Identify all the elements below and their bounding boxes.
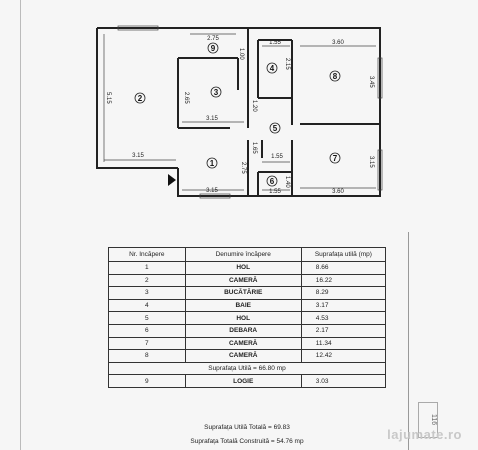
dim-label: 3.15 [368,156,374,168]
cell-nr: 2 [108,273,186,288]
sheet-margin-line [20,0,21,450]
cell-nr: 4 [108,298,186,313]
dim-label: 1.55 [271,154,283,160]
cell-nr: 6 [108,323,186,338]
cell-nr: 8 [108,349,186,363]
cell-name: DEBARA [184,323,302,338]
room-number-6: 6 [270,177,275,186]
dim-label: 3.60 [332,40,344,46]
floor-plan: 9 2 3 4 8 5 1 6 7 2.75 1.00 1.55 3.60 5.… [0,0,478,215]
sheet-frame-line [408,232,409,450]
cell-nr: 3 [108,286,186,300]
floor-plan-drawing: 9 2 3 4 8 5 1 6 7 2.75 1.00 1.55 3.60 5.… [96,25,383,199]
room-number-5: 5 [273,124,278,133]
cell-area: 12.42 [300,349,387,363]
room-number-8: 8 [333,72,338,81]
room-number-4: 4 [270,64,275,73]
cell-area: 16.22 [300,273,387,288]
dim-label: 2.65 [183,92,189,104]
dim-label: 1.55 [269,40,281,46]
column-header-area: Suprafața utilă (mp) [300,247,387,262]
cell-area: 11.34 [300,336,387,351]
total-built-area: Suprafața Totală Construită = 54.76 mp [190,438,304,445]
table-header-row: Nr. Incăpere Denumire încăpere Suprafața… [108,247,387,262]
subtotal-cell: Suprafața Utilă = 66.80 mp [108,361,386,376]
cell-area: 8.29 [300,286,387,300]
column-header-nr: Nr. Incăpere [108,247,186,262]
cell-name: CAMERĂ [184,349,302,363]
sheet-stamp: 116 [418,402,438,438]
cell-area: 3.17 [300,298,387,313]
room-number-3: 3 [214,88,219,97]
dim-label: 2.15 [284,58,290,70]
dim-label: 3.15 [132,153,144,159]
watermark: lajumate.ro [387,427,462,442]
cell-area: 2.17 [300,323,387,338]
room-number-1: 1 [210,159,215,168]
cell-area: 8.66 [300,261,387,275]
dim-label: 1.65 [251,142,257,154]
room-area-table: Nr. Incăpere Denumire încăpere Suprafața… [108,247,387,388]
dim-label: 1.00 [238,48,244,60]
cell-name: HOL [184,261,302,275]
cell-nr: 5 [108,311,186,325]
dim-label: 5.15 [105,92,111,104]
dim-label: 2.75 [240,162,246,174]
cell-nr: 9 [108,374,186,388]
room-number-2: 2 [138,94,143,103]
cell-nr: 1 [108,261,186,275]
cell-nr: 7 [108,336,186,351]
dim-label: 3.45 [368,76,374,88]
cell-area: 3.03 [300,374,387,388]
room-number-7: 7 [333,154,338,163]
cell-name: BAIE [184,298,302,313]
dim-label: 2.75 [207,36,219,42]
cell-name: LOGIE [184,374,302,388]
dim-label: 1.55 [269,189,281,195]
column-header-name: Denumire încăpere [184,247,302,262]
dim-label: 3.15 [206,116,218,122]
room-number-9: 9 [211,44,216,53]
cell-name: BUCĂTĂRIE [184,286,302,300]
dim-label: 3.15 [206,188,218,194]
entrance-arrow-icon [168,174,176,186]
cell-name: CAMERĂ [184,273,302,288]
cell-name: HOL [184,311,302,325]
dim-label: 1.40 [284,176,290,188]
dim-label: 1.20 [251,100,257,112]
cell-name: CAMERĂ [184,336,302,351]
subtotal-row: Suprafața Utilă = 66.80 mp [108,361,386,376]
cell-area: 4.53 [300,311,387,325]
dim-label: 3.60 [332,189,344,195]
total-useful-area: Suprafața Utilă Totală = 69.83 [204,424,290,431]
